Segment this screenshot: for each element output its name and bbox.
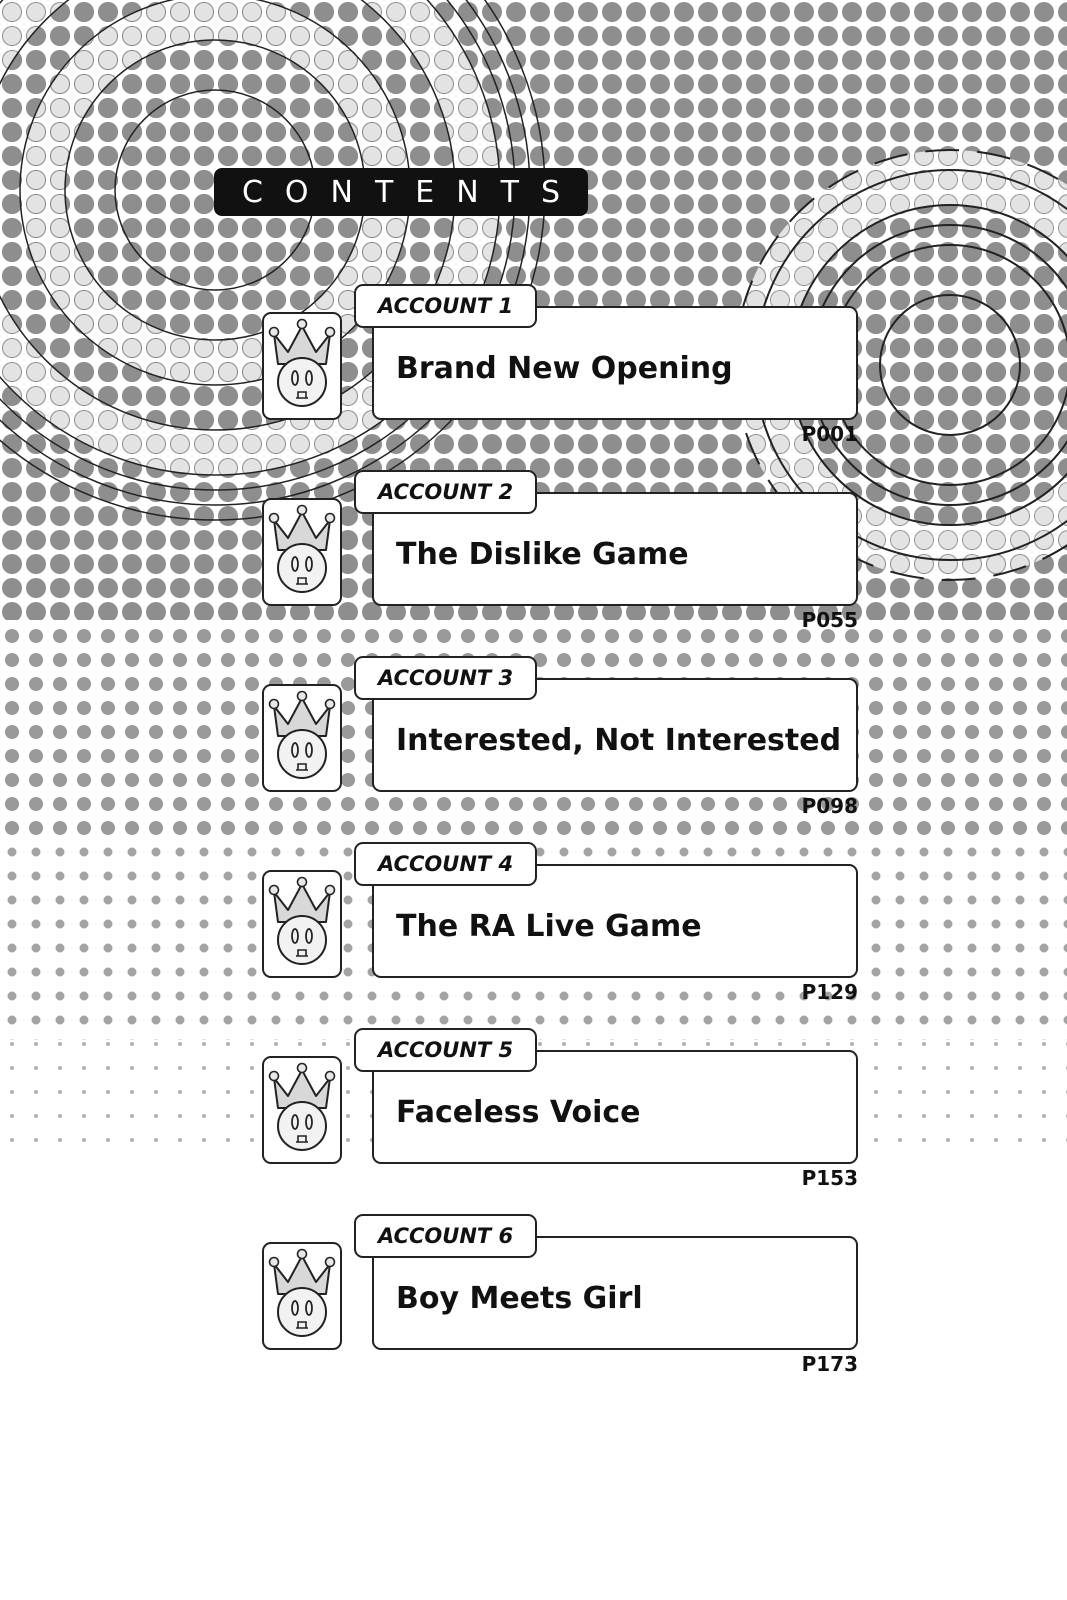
gear-decoration bbox=[734, 149, 1067, 581]
account-entry[interactable]: ACCOUNT 4 The RA Live Game P129 bbox=[258, 842, 858, 1022]
account-label: ACCOUNT 5 bbox=[354, 1028, 538, 1072]
crown-mascot-icon bbox=[262, 870, 342, 978]
page-number: P129 bbox=[801, 980, 858, 1004]
account-title: The RA Live Game bbox=[372, 864, 858, 978]
account-label: ACCOUNT 6 bbox=[354, 1214, 538, 1258]
account-entry[interactable]: ACCOUNT 1 Brand New Opening P001 bbox=[258, 284, 858, 464]
crown-mascot-icon bbox=[262, 312, 342, 420]
account-entry[interactable]: ACCOUNT 2 The Dislike Game P055 bbox=[258, 470, 858, 650]
account-title: Faceless Voice bbox=[372, 1050, 858, 1164]
page-number: P001 bbox=[801, 422, 858, 446]
crown-mascot-icon bbox=[262, 498, 342, 606]
page-number: P055 bbox=[801, 608, 858, 632]
page-number: P098 bbox=[801, 794, 858, 818]
account-entry[interactable]: ACCOUNT 5 Faceless Voice P153 bbox=[258, 1028, 858, 1208]
crown-mascot-icon bbox=[262, 1056, 342, 1164]
account-entry[interactable]: ACCOUNT 6 Boy Meets Girl P173 bbox=[258, 1214, 858, 1394]
account-entry[interactable]: ACCOUNT 3 Interested, Not Interested P09… bbox=[258, 656, 858, 836]
account-label: ACCOUNT 4 bbox=[354, 842, 538, 886]
page-number: P153 bbox=[801, 1166, 858, 1190]
account-label: ACCOUNT 3 bbox=[354, 656, 538, 700]
page-number: P173 bbox=[801, 1352, 858, 1376]
account-label: ACCOUNT 2 bbox=[354, 470, 538, 514]
crown-mascot-icon bbox=[262, 684, 342, 792]
contents-header: CONTENTS bbox=[214, 168, 588, 216]
crown-mascot-icon bbox=[262, 1242, 342, 1350]
account-label: ACCOUNT 1 bbox=[354, 284, 538, 328]
